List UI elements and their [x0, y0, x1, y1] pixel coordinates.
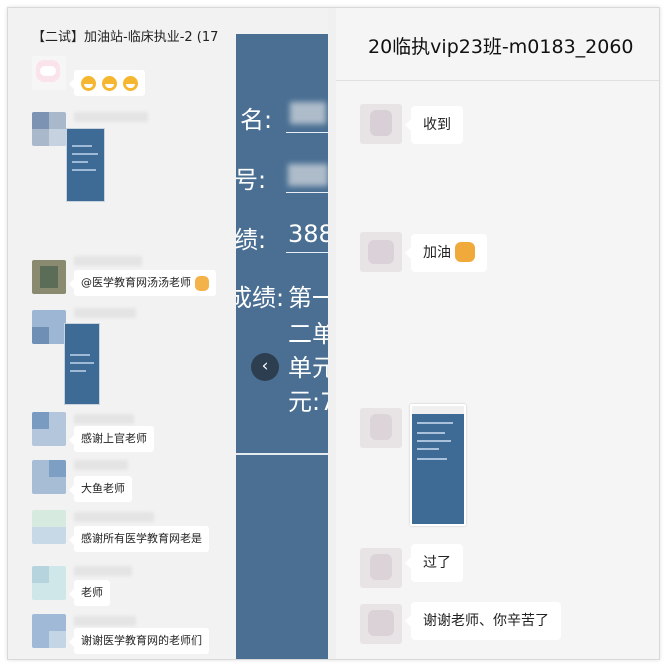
- avatar[interactable]: [360, 548, 402, 588]
- right-chat-panel: 20临执vip23班-m0183_2060 收到 加油 过了: [336, 8, 659, 659]
- right-chat-title: 20临执vip23班-m0183_2060: [368, 36, 634, 58]
- emoji-message-bubble[interactable]: [69, 70, 145, 96]
- avatar[interactable]: [32, 412, 66, 446]
- image-message-thumbnail[interactable]: [66, 128, 105, 202]
- avatar[interactable]: [360, 408, 402, 448]
- id-label: 号:: [236, 166, 267, 194]
- avatar[interactable]: [32, 614, 66, 648]
- chevron-left-icon: ‹: [261, 356, 269, 376]
- text-message-bubble[interactable]: 收到: [405, 106, 463, 144]
- underline: [286, 192, 328, 193]
- avatar[interactable]: [360, 232, 402, 272]
- sender-name-blurred: [74, 414, 134, 424]
- text-message-bubble[interactable]: 加油: [405, 234, 487, 272]
- divider: [236, 453, 328, 455]
- text-message-bubble[interactable]: @医学教育网汤汤老师: [69, 270, 216, 296]
- unit-score-line: 元:7: [288, 388, 328, 416]
- grin-emoji-icon: [102, 75, 117, 91]
- text-message-bubble[interactable]: 感谢所有医学教育网老是: [69, 526, 209, 552]
- score-image-viewer[interactable]: 名: 号: 绩: 388. 成绩: 第一 二单 单元 元:7 ‹: [236, 8, 328, 659]
- sender-name-blurred: [74, 256, 142, 266]
- sender-name-blurred: [74, 112, 148, 122]
- avatar[interactable]: [32, 310, 66, 344]
- image-message-thumbnail[interactable]: [410, 404, 466, 526]
- previous-image-button[interactable]: ‹: [251, 353, 279, 381]
- unit-score-line: 二单: [288, 320, 328, 348]
- unit-score-line: 单元: [288, 354, 328, 382]
- text-message-bubble[interactable]: 老师: [69, 580, 110, 606]
- sender-name-blurred: [74, 512, 154, 522]
- name-label: 名:: [240, 106, 273, 134]
- underline: [286, 132, 328, 133]
- grin-emoji-icon: [123, 75, 138, 91]
- left-chat-panel: 【二试】加油站-临床执业-2 (17 @医学教育网汤汤老师: [8, 8, 236, 659]
- image-top-strip: [236, 8, 328, 34]
- avatar[interactable]: [32, 112, 66, 146]
- id-value-blurred: [288, 164, 328, 186]
- avatar[interactable]: [32, 566, 66, 600]
- text-message-bubble[interactable]: 大鱼老师: [69, 476, 132, 502]
- avatar[interactable]: [32, 510, 66, 544]
- chat-header: 20临执vip23班-m0183_2060: [336, 8, 659, 81]
- text-message-bubble[interactable]: 感谢上官老师: [69, 426, 154, 452]
- left-chat-title: 【二试】加油站-临床执业-2 (17: [32, 30, 219, 45]
- total-score: 388.: [288, 220, 328, 248]
- screenshot-frame: 【二试】加油站-临床执业-2 (17 @医学教育网汤汤老师: [7, 7, 660, 660]
- fist-icon: [455, 242, 475, 262]
- underline: [286, 252, 328, 253]
- unit-score-label: 成绩:: [236, 284, 285, 312]
- score-label: 绩:: [236, 226, 267, 254]
- sender-name-blurred: [74, 616, 136, 626]
- text-message-bubble[interactable]: 过了: [405, 544, 463, 582]
- grin-emoji-icon: [81, 75, 96, 91]
- avatar[interactable]: [360, 104, 402, 144]
- avatar[interactable]: [32, 56, 66, 90]
- sender-name-blurred: [74, 460, 128, 470]
- unit-score-line: 第一: [288, 284, 328, 312]
- text-message-bubble[interactable]: 谢谢老师、你辛苦了: [405, 602, 561, 640]
- text-message-bubble[interactable]: 谢谢医学教育网的老师们: [69, 628, 209, 654]
- sender-name-blurred: [74, 566, 132, 576]
- avatar[interactable]: [32, 460, 66, 494]
- sender-name-blurred: [74, 308, 136, 318]
- image-message-thumbnail[interactable]: [64, 323, 100, 405]
- ok-hand-emoji-icon: [195, 275, 209, 291]
- avatar[interactable]: [360, 604, 402, 644]
- avatar[interactable]: [32, 260, 66, 294]
- name-value-blurred: [290, 102, 326, 124]
